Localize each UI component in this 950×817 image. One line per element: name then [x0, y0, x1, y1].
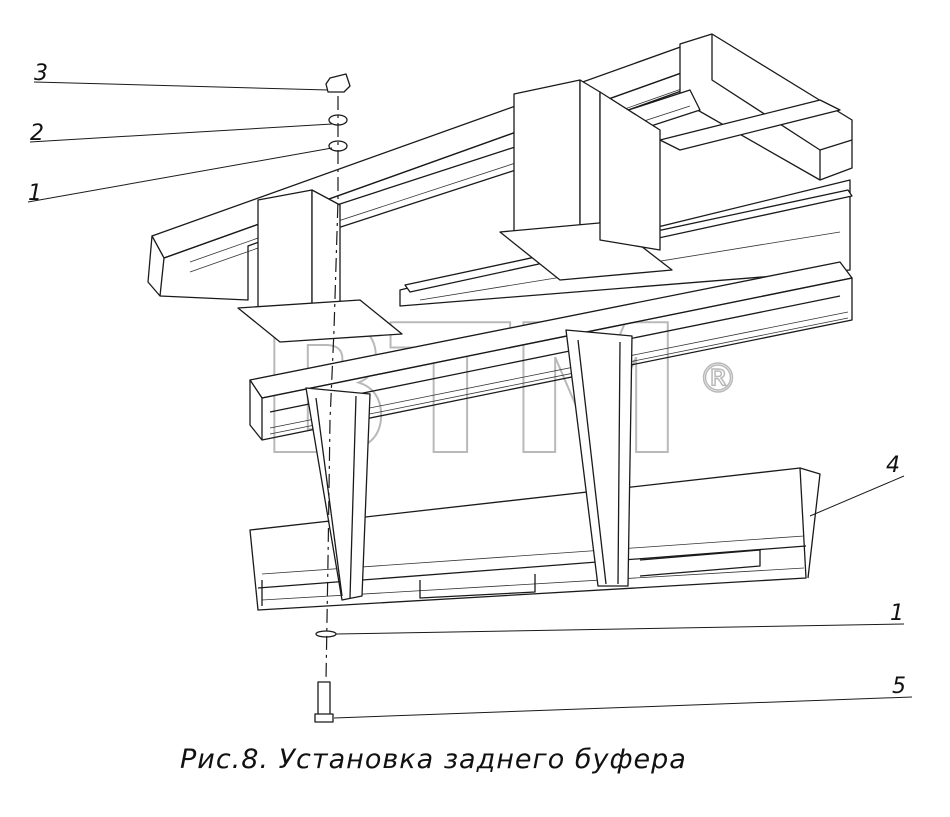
frame-assembly	[147, 33, 853, 343]
callout-1-bottom: 1	[890, 601, 904, 626]
fastener-stack-top	[325, 73, 351, 152]
callout-1-top: 1	[28, 181, 42, 206]
callout-3: 3	[34, 61, 48, 86]
fastener-stack-bottom	[314, 630, 337, 723]
buffer-supports	[305, 329, 633, 601]
leader-lines	[27, 81, 913, 719]
bolt	[317, 681, 331, 719]
nut	[325, 73, 351, 93]
figure-caption: Рис.8. Установка заднего буфера	[180, 744, 687, 775]
callout-4: 4	[886, 453, 900, 478]
watermark-registered-mark: ®	[698, 356, 738, 402]
axis-line	[325, 96, 339, 681]
flat-washer-bottom	[315, 630, 337, 638]
callout-2: 2	[30, 121, 44, 146]
callouts: 3 2 1 4 1 5	[28, 61, 906, 699]
callout-5: 5	[892, 674, 906, 699]
